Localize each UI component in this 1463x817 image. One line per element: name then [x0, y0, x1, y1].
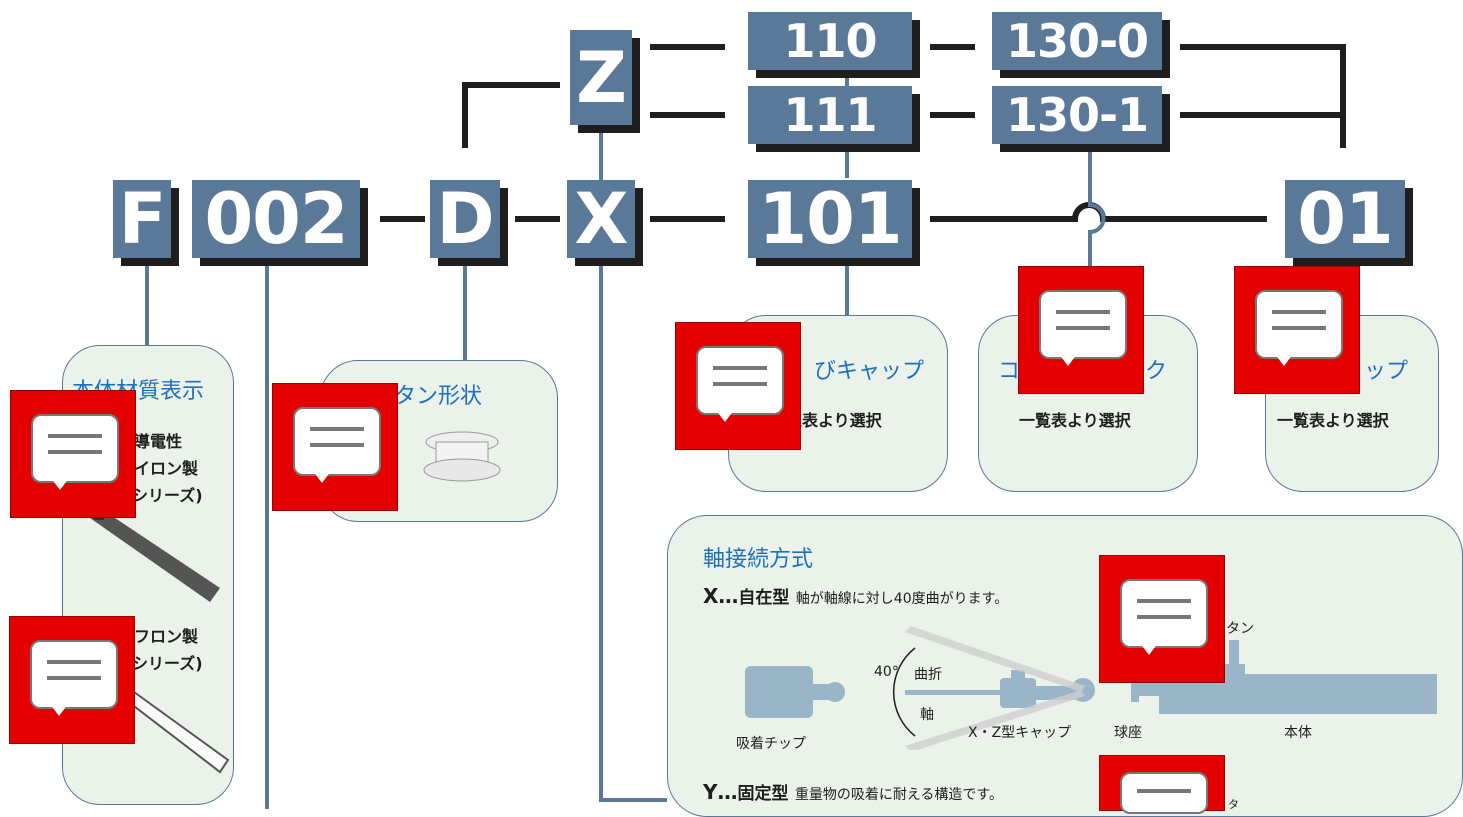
note-tail	[1056, 350, 1081, 367]
code-middle-130-1: 130-1	[992, 86, 1162, 144]
annotation-note-icon[interactable]	[10, 390, 136, 518]
joint-y-line: Y…固定型 重量物の吸着に耐える構造です。	[703, 779, 1003, 804]
joint-tip: 吸着チップ	[736, 736, 806, 752]
joint-x-illustration	[745, 626, 1437, 750]
cap-title: びキャップ	[814, 359, 925, 384]
joint-body: 本体	[1284, 725, 1312, 741]
joint-button-partial: タン	[1226, 621, 1254, 637]
note-card	[1119, 578, 1209, 649]
joint-y-desc: 重量物の吸着に耐える構造です。	[794, 787, 1004, 803]
joint-y-prefix: Y…	[703, 780, 738, 804]
annotation-note-icon[interactable]	[1099, 755, 1225, 814]
code-cap-101: 101	[748, 178, 912, 260]
note-tail	[1272, 350, 1297, 367]
end-title: ップ	[1364, 359, 1409, 384]
note-tail	[713, 406, 738, 423]
middle-text: 一覧表より選択	[1019, 411, 1131, 430]
annotation-note-icon[interactable]	[272, 383, 398, 511]
note-card	[1038, 289, 1128, 360]
note-card	[1119, 772, 1209, 814]
joint-method-title: 軸接続方式	[703, 547, 814, 572]
note-card	[1254, 289, 1344, 360]
code-f: F	[113, 178, 171, 260]
code-cap-111: 111	[748, 86, 912, 144]
material-line-2: イロン製	[134, 459, 199, 478]
code-button-shape: D	[430, 178, 500, 260]
button-shape-illustration	[423, 431, 501, 482]
annotation-note-icon[interactable]	[1099, 555, 1225, 683]
note-tail	[48, 474, 73, 491]
annotation-note-icon[interactable]	[1018, 266, 1144, 394]
code-middle-130-0: 130-0	[992, 12, 1162, 70]
joint-x-type: 自在型	[738, 588, 790, 608]
code-body-number: 002	[192, 178, 360, 260]
joint-y-type: 固定型	[737, 784, 789, 804]
joint-x-desc: 軸が軸線に対し40度曲がります。	[795, 591, 1009, 607]
joint-x-prefix: X…	[703, 584, 739, 608]
joint-bend: 曲折	[914, 667, 942, 683]
code-joint-x: X	[567, 178, 635, 260]
end-text: 一覧表より選択	[1277, 411, 1389, 430]
middle-title-left: コ	[998, 359, 1021, 384]
joint-x-line: X…自在型 軸が軸線に対し40度曲がります。	[703, 583, 1008, 608]
annotation-note-icon[interactable]	[1234, 266, 1360, 394]
note-tail	[47, 700, 72, 717]
middle-title-right: ク	[1145, 359, 1168, 384]
material-line-3: シリーズ)	[132, 486, 203, 505]
code-end-01: 01	[1285, 178, 1405, 260]
teflon-pipette-illustration	[124, 690, 230, 774]
joint-cap-label: X・Z型キャップ	[968, 725, 1072, 741]
annotation-note-icon[interactable]	[675, 322, 801, 450]
cap-text: 覧表より選択	[786, 411, 882, 430]
note-card	[29, 639, 119, 710]
annotation-note-icon[interactable]	[9, 616, 135, 744]
note-card	[695, 345, 785, 416]
note-tail	[1137, 639, 1162, 656]
nylon-pipette-illustration	[90, 512, 220, 602]
code-joint-z: Z	[570, 30, 632, 125]
note-tail	[310, 467, 335, 484]
joint-seat: 球座	[1114, 725, 1142, 741]
joint-axis: 軸	[920, 707, 934, 723]
joint-angle: 40°	[874, 664, 899, 680]
joint-y-partial: タ	[1228, 798, 1239, 811]
material-line-4: フロン製	[134, 627, 199, 646]
material-line-1: 導電性	[134, 432, 183, 451]
note-card	[30, 413, 120, 484]
code-cap-110: 110	[748, 12, 912, 70]
note-card	[292, 406, 382, 477]
material-line-5: シリーズ)	[132, 654, 203, 673]
